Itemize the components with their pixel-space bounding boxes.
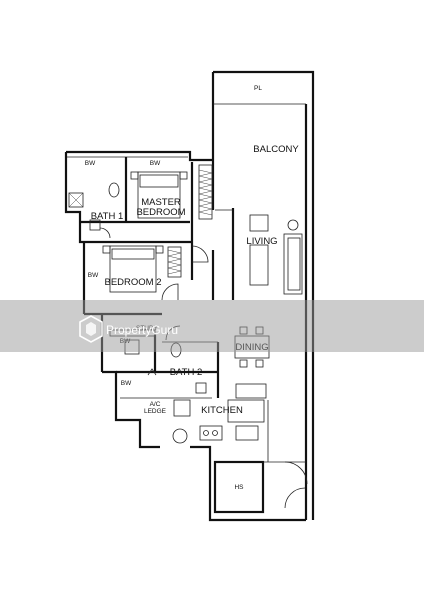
label-bw-lower2: BW [121,380,132,387]
watermark-band [0,300,424,352]
label-bath2: BATH 2 [170,367,203,378]
label-bath1: BATH 1 [91,211,124,222]
label-balcony: BALCONY [253,144,299,155]
label-bw-master: BW [150,160,161,167]
label-household-shelter: HS [234,484,244,491]
label-living: LIVING [246,236,277,247]
outer-walls [64,70,315,522]
label-master-line2: BEDROOM [136,207,185,218]
label-kitchen: KITCHEN [201,405,243,416]
label-planter: PL [254,85,262,92]
label-bw-bath1: BW [85,160,96,167]
watermark: STUDY PropertyGuru [0,300,424,352]
label-bw-bedroom2: BW [88,272,99,279]
label-study-partial: STUDY [136,325,159,332]
room-labels: PL BALCONY BW BW BATH 1 MASTER BEDROOM L… [85,85,300,491]
wardrobes [167,164,213,278]
watermark-brand: PropertyGuru [106,323,178,337]
label-ac-line2: LEDGE [144,408,167,415]
label-master-line1: MASTER [141,197,181,208]
label-bedroom2: BEDROOM 2 [104,277,161,288]
doors [99,209,308,509]
propertyguru-logo-icon [79,315,103,343]
label-ac-line1: A/C [150,401,161,408]
